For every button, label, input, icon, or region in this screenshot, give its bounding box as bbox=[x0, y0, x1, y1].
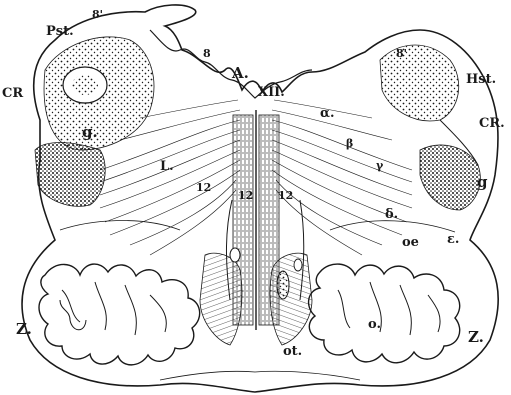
label-12-left: 12 bbox=[196, 182, 211, 193]
label-gamma: γ bbox=[376, 160, 383, 171]
right-olive bbox=[309, 264, 460, 363]
label-8-prime-right: 8' bbox=[396, 48, 407, 59]
label-g-left: g. bbox=[82, 125, 98, 140]
label-z-left: Z. bbox=[16, 322, 32, 337]
label-8-top: 8 bbox=[203, 48, 211, 59]
label-cr-right: CR. bbox=[479, 117, 505, 130]
label-pst: Pst. bbox=[46, 25, 74, 38]
label-hst: Hst. bbox=[466, 73, 496, 86]
label-alpha: α. bbox=[320, 107, 335, 120]
label-o: o. bbox=[368, 318, 381, 331]
label-z-right: Z. bbox=[468, 330, 484, 345]
label-a: A. bbox=[232, 66, 249, 81]
label-12-right: 12 bbox=[278, 190, 293, 201]
label-oe: oe bbox=[402, 236, 419, 249]
label-cr-left: CR bbox=[2, 87, 23, 100]
label-delta: δ. bbox=[385, 208, 398, 221]
label-ot: ot. bbox=[283, 345, 302, 358]
label-g-right: g bbox=[477, 175, 488, 190]
label-xii: XII. bbox=[258, 86, 285, 99]
label-8-prime-top-left: 8' bbox=[92, 9, 103, 20]
label-beta: β bbox=[346, 138, 353, 149]
label-epsilon: ε. bbox=[447, 233, 459, 246]
label-12-mid: 12 bbox=[238, 190, 253, 201]
label-l: L. bbox=[160, 160, 174, 173]
